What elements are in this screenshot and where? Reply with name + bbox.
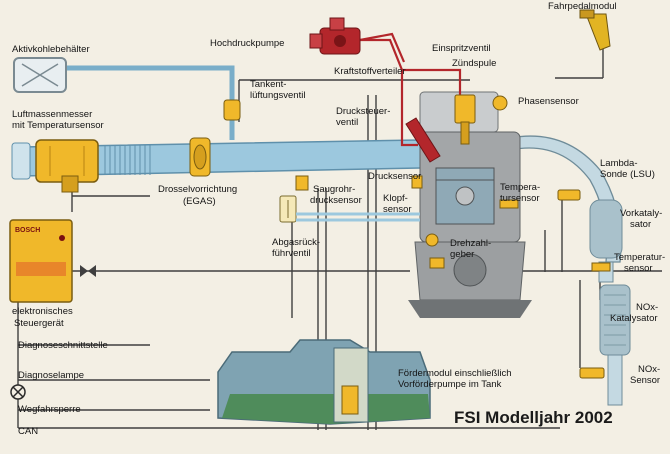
label-nox-katalysator-1: NOx-	[636, 302, 659, 313]
label-drosselvorrichtung-2: (EGAS)	[183, 196, 216, 207]
label-foerdermodul-2: Vorförderpumpe im Tank	[398, 379, 502, 390]
fuel-tank	[217, 339, 431, 425]
label-saugrohr-1: Saugrohr-	[313, 184, 356, 195]
injector-icon	[405, 117, 441, 163]
label-klopfsensor-2: sensor	[383, 204, 412, 215]
throttle-body-icon	[189, 137, 211, 177]
label-saugrohr-2: drucksensor	[310, 195, 362, 206]
label-nox-sensor-2: Sensor	[630, 375, 661, 386]
exhaust-path	[509, 135, 631, 406]
label-temperatursensor-abgas-1: Temperatur-	[614, 252, 666, 263]
label-einspritzventil: Einspritzventil	[432, 43, 491, 54]
vent-line	[65, 65, 235, 100]
label-drucksteuerventil-2: ventil	[336, 117, 359, 128]
canister-icon	[13, 57, 67, 93]
phase-sensor-icon	[492, 95, 508, 111]
label-fahrpedalmodul: Fahrpedalmodul	[548, 1, 617, 12]
ignition-coil-icon	[454, 94, 476, 145]
label-hochdruckpumpe: Hochdruckpumpe	[210, 38, 285, 49]
page-title: FSI Modelljahr 2002	[454, 408, 613, 427]
label-diagnoselampe: Diagnoselampe	[18, 370, 85, 381]
label-klopfsensor-1: Klopf-	[383, 193, 408, 204]
label-vorkatalysator-2: sator	[630, 219, 652, 230]
label-nox-katalysator-2: Katalysator	[610, 313, 658, 324]
air-mass-meter-icon	[35, 139, 99, 193]
piston	[435, 167, 495, 225]
label-phasensensor: Phasensensor	[518, 96, 579, 107]
label-drosselvorrichtung-1: Drosselvorrichtung	[158, 184, 238, 195]
label-luftmassenmesser-2: mit Temperatursensor	[12, 120, 104, 131]
pre-catalyst	[589, 199, 623, 259]
label-wegfahrsperre: Wegfahrsperre	[18, 404, 81, 415]
label-aktivkohlebehaelter: Aktivkohlebehälter	[12, 44, 90, 55]
ecu-brand-label: BOSCH	[15, 227, 41, 234]
lambda-sensor-icon	[557, 189, 581, 201]
label-tankentlueftung-2: lüftungsventil	[250, 90, 306, 101]
label-diagnoseschnittstelle: Diagnoseschnittstelle	[18, 340, 108, 351]
label-drucksteuerventil-1: Drucksteuer-	[336, 106, 391, 117]
label-foerdermodul-1: Fördermodul einschließlich	[398, 368, 512, 379]
label-temperatursensor-motor-2: tursensor	[500, 193, 540, 204]
label-drucksensor: Drucksensor	[368, 171, 422, 182]
fuel-pressure-sensor-icon	[411, 175, 423, 189]
label-drehzahlgeber-1: Drehzahl-	[450, 238, 492, 249]
label-abgasrueckfuehrventil-1: Abgasrück-	[272, 237, 321, 248]
oil-pan	[408, 300, 532, 318]
connector-arrows	[80, 265, 96, 277]
label-can: CAN	[18, 426, 39, 437]
label-temperatursensor-motor-1: Tempera-	[500, 182, 541, 193]
label-luftmassenmesser-1: Luftmassenmesser	[12, 109, 93, 120]
label-vorkatalysator-1: Vorkataly-	[620, 208, 663, 219]
tank-vent-valve-icon	[223, 99, 241, 121]
label-drehzahlgeber-2: geber	[450, 249, 475, 260]
label-tankentlueftung-1: Tankent-	[250, 79, 287, 90]
nox-sensor-icon	[579, 367, 605, 379]
label-nox-sensor-1: NOx-	[638, 364, 661, 375]
knock-sensor-icon	[425, 233, 439, 247]
egr-valve-icon	[279, 195, 420, 223]
coolant-temp-sensor-icon	[499, 199, 519, 209]
label-kraftstoffverteiler: Kraftstoffverteiler	[334, 66, 406, 77]
label-temperatursensor-abgas-2: sensor	[624, 263, 653, 274]
sensor-icon	[295, 175, 309, 191]
label-steuergeraet-2: Steuergerät	[14, 318, 64, 329]
speed-sensor-icon	[429, 257, 445, 269]
label-steuergeraet-1: elektronisches	[12, 306, 73, 317]
pedal-icon	[579, 9, 611, 51]
exhaust-temp-sensor-icon	[591, 262, 611, 272]
pump-icon	[309, 17, 361, 55]
label-zuendspule: Zündspule	[452, 58, 497, 69]
label-abgasrueckfuehrventil-2: führventil	[272, 248, 311, 259]
label-lambda-2: Sonde (LSU)	[600, 169, 655, 180]
label-lambda-1: Lambda-	[600, 158, 638, 169]
lamp-icon	[10, 384, 26, 400]
ecu-icon	[9, 219, 73, 303]
